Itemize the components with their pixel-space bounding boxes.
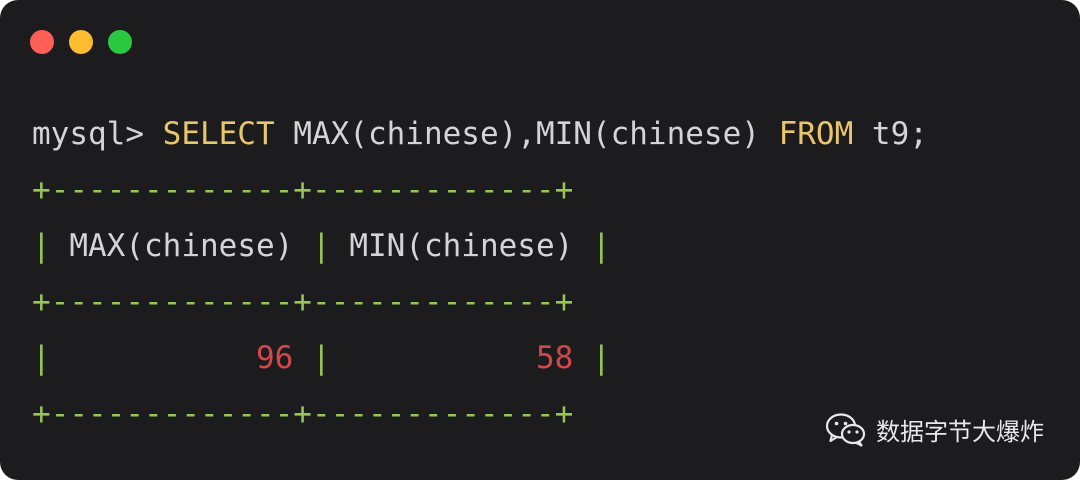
- close-button[interactable]: [30, 30, 54, 54]
- minimize-button[interactable]: [69, 30, 93, 54]
- table-header-cell: MAX(chinese): [69, 228, 294, 264]
- prompt: mysql>: [32, 116, 144, 152]
- table-row: | 96 | 58 |: [32, 330, 928, 386]
- table-pipe: |: [32, 228, 51, 264]
- table-pipe: |: [311, 228, 331, 264]
- window-controls: [30, 30, 132, 54]
- wechat-icon: [826, 412, 866, 447]
- table-border-middle: +-------------+-------------+: [32, 284, 574, 320]
- table-border-bottom: +-------------+-------------+: [32, 396, 574, 432]
- command-table: t9;: [871, 116, 928, 152]
- table-pipe: |: [311, 340, 331, 376]
- table-header-row: | MAX(chinese) | MIN(chinese) |: [32, 218, 928, 274]
- table-pipe: |: [591, 228, 611, 264]
- command-line: mysql> SELECT MAX(chinese),MIN(chinese) …: [32, 106, 928, 162]
- maximize-button[interactable]: [108, 30, 132, 54]
- terminal-output: mysql> SELECT MAX(chinese),MIN(chinese) …: [32, 106, 928, 442]
- command-columns: MAX(chinese),MIN(chinese): [293, 116, 760, 152]
- table-cell: 96: [255, 340, 294, 376]
- table-header-cell: MIN(chinese): [349, 228, 574, 264]
- table-cell: 58: [535, 340, 574, 376]
- table-border-top: +-------------+-------------+: [32, 172, 574, 208]
- table-pipe: |: [591, 340, 611, 376]
- keyword-from: FROM: [778, 116, 854, 152]
- watermark: 数据字节大爆炸: [826, 412, 1044, 447]
- keyword-select: SELECT: [162, 116, 275, 152]
- table-pipe: |: [32, 340, 51, 376]
- watermark-text: 数据字节大爆炸: [876, 418, 1044, 446]
